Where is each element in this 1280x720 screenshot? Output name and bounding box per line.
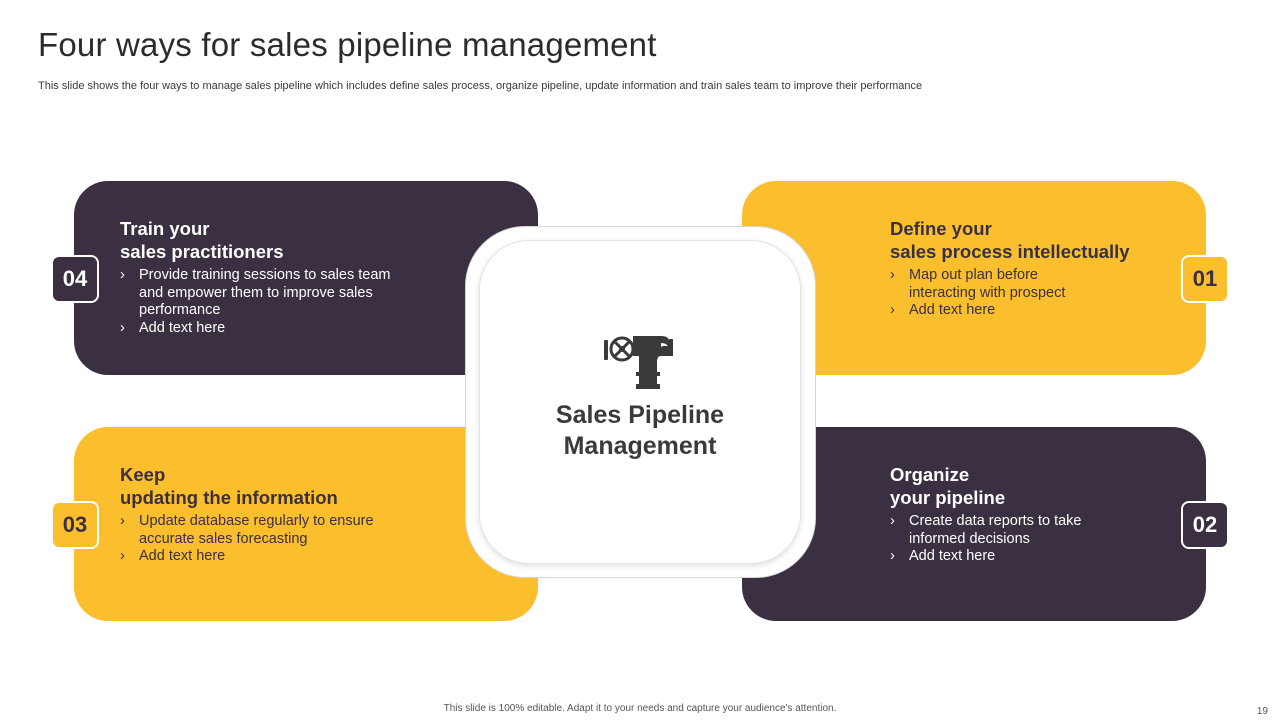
- bullet-item: Provide training sessions to sales team …: [120, 267, 401, 320]
- center-hub-title-line2: Management: [563, 432, 717, 460]
- slide-footer: This slide is 100% editable. Adapt it to…: [443, 703, 837, 714]
- bullet-item: Add text here: [890, 302, 1170, 320]
- step-card-04: Train your sales practitioners Provide t…: [74, 181, 538, 375]
- step-card-02: Organize your pipeline Create data repor…: [742, 427, 1206, 621]
- pipe-valve-icon: [604, 336, 673, 389]
- step-card-03-content: Keep updating the information Update dat…: [120, 463, 420, 566]
- bullet-item: Add text here: [120, 320, 420, 338]
- step-card-02-title: Organize your pipeline: [890, 463, 1170, 509]
- step-card-03-title: Keep updating the information: [120, 463, 420, 509]
- step-card-03: Keep updating the information Update dat…: [74, 427, 538, 621]
- step-card-01-title: Define your sales process intellectually: [890, 217, 1170, 263]
- bullet-item: Update database regularly to ensure accu…: [120, 513, 379, 548]
- bullet-item: Add text here: [120, 548, 420, 566]
- bullet-item: Create data reports to take informed dec…: [890, 513, 1084, 548]
- step-card-03-bullets: Update database regularly to ensure accu…: [120, 513, 420, 566]
- center-hub-inner: [479, 240, 801, 564]
- step-card-02-content: Organize your pipeline Create data repor…: [890, 463, 1170, 566]
- step-card-03-title-line2: updating the information: [120, 487, 338, 508]
- step-card-02-title-line2: your pipeline: [890, 487, 1006, 508]
- step-number-badge-02: 02: [1181, 501, 1229, 549]
- page-number: 19: [1256, 706, 1268, 717]
- step-card-04-content: Train your sales practitioners Provide t…: [120, 217, 420, 337]
- step-number-badge-03: 03: [51, 501, 99, 549]
- slide-subtitle: This slide shows the four ways to manage…: [38, 80, 923, 92]
- step-card-01-bullets: Map out plan before interacting with pro…: [890, 267, 1170, 320]
- center-hub-title-line1: Sales Pipeline: [555, 401, 725, 429]
- step-card-01: Define your sales process intellectually…: [742, 181, 1206, 375]
- step-number-badge-01: 01: [1181, 255, 1229, 303]
- step-card-03-title-line1: Keep: [120, 464, 166, 485]
- step-card-02-title-line1: Organize: [890, 464, 970, 485]
- slide-title: Four ways for sales pipeline management: [38, 26, 657, 63]
- step-card-02-bullets: Create data reports to take informed dec…: [890, 513, 1170, 566]
- step-number-badge-04: 04: [51, 255, 99, 303]
- center-hub-title: Sales Pipeline Management: [500, 400, 780, 462]
- step-card-04-title: Train your sales practitioners: [120, 217, 420, 263]
- step-card-04-bullets: Provide training sessions to sales team …: [120, 267, 420, 337]
- step-card-01-content: Define your sales process intellectually…: [890, 217, 1170, 320]
- step-card-01-title-line2: sales process intellectually: [890, 241, 1130, 262]
- bullet-item: Add text here: [890, 548, 1170, 566]
- step-card-04-title-line2: sales practitioners: [120, 241, 284, 262]
- step-card-04-title-line1: Train your: [120, 218, 210, 239]
- step-card-01-title-line1: Define your: [890, 218, 992, 239]
- bullet-item: Map out plan before interacting with pro…: [890, 267, 1084, 302]
